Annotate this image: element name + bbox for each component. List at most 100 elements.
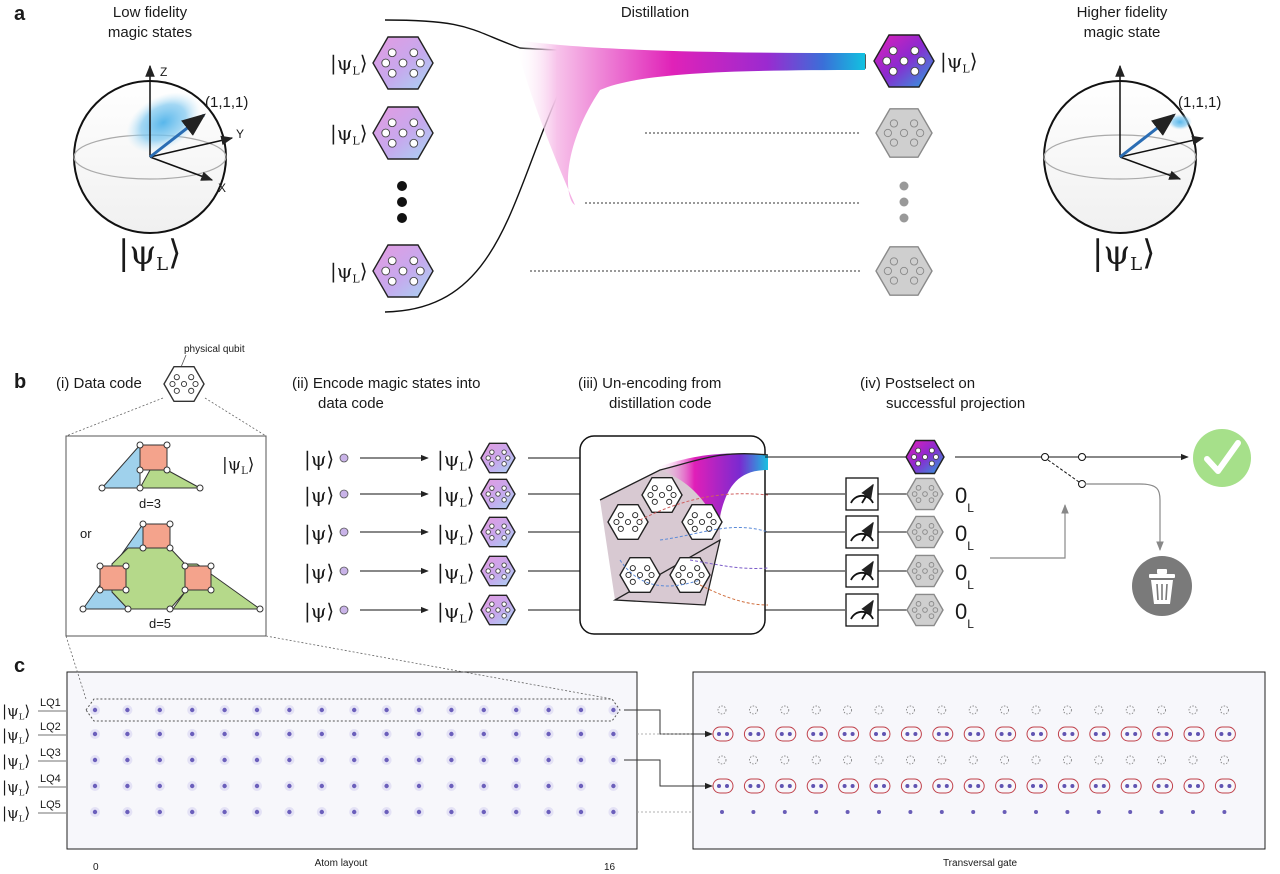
encoded-ket-2: |ψL⟩ (437, 521, 475, 547)
switch-dashed (1047, 459, 1080, 483)
row-label-LQ4: LQ4 (40, 773, 61, 785)
measurement-meter-icon (845, 477, 879, 511)
funnel-gradient (515, 40, 865, 205)
caption-transversal-gate: Transversal gate (943, 858, 1018, 869)
transversal-gate-image (692, 671, 1266, 850)
panel-c-label: c (14, 655, 25, 677)
output-ellipsis-dots (899, 181, 909, 223)
encoded-hex-2 (480, 516, 516, 548)
zoom-guide-right (265, 635, 613, 700)
row-ket-3: |ψL⟩ (2, 778, 30, 797)
inner-hex-2 (681, 504, 723, 540)
raw-psi-3: |ψ⟩ (304, 560, 334, 585)
atom-grid-right (712, 705, 1236, 814)
output-hex-gray-1 (875, 246, 933, 296)
encoded-hex-4 (480, 594, 516, 626)
inner-hex-4 (669, 557, 711, 593)
color-code-d3 (98, 441, 204, 492)
input-hex-group: |ψL⟩|ψL⟩|ψL⟩ (330, 36, 434, 298)
color-code-d5 (79, 520, 264, 613)
physical-qubit-dot-2 (339, 527, 349, 537)
feedback-arrow (990, 504, 1069, 559)
switch-node-b (1078, 453, 1086, 461)
zero-logical-2: 0L (955, 560, 974, 592)
move-arrow-lq3 (624, 759, 713, 790)
input-hex-0 (372, 36, 434, 90)
unencoding-gradient (655, 453, 768, 525)
inner-hex-0 (641, 477, 683, 513)
physical-qubit-dot-1 (339, 489, 349, 499)
left-title-line2: magic states (108, 24, 192, 41)
row-labels: |ψL⟩LQ1|ψL⟩LQ2|ψL⟩LQ3|ψL⟩LQ4|ψL⟩LQ5 (2, 697, 66, 823)
ket-right-large: |ψL⟩ (1092, 233, 1155, 275)
zoom-guide-left (65, 635, 87, 700)
discarded-hex-2 (906, 554, 944, 588)
region-outline (599, 453, 769, 606)
data-code-hex-shape (163, 366, 205, 402)
zero-logical-1: 0L (955, 521, 974, 553)
inset-guide-left (65, 397, 164, 437)
encode-rows: |ψ⟩ |ψL⟩ |ψ⟩ |ψL⟩ |ψ⟩ |ψL⟩ |ψ⟩ |ψL⟩ |ψ⟩ |ψL⟩ (304, 442, 580, 626)
step3-title-line1: (iii) Un-encoding from (578, 375, 721, 392)
measurement-meter-icon (845, 515, 879, 549)
center-title: Distillation (621, 4, 689, 21)
encoded-hex-0 (480, 442, 516, 474)
axis-x-left: X (218, 181, 226, 195)
step3-title-line2: distillation code (609, 395, 712, 412)
measurement-meter-icon (845, 593, 879, 627)
measurement-meter-icon (845, 554, 879, 588)
axis-z-left: Z (160, 65, 167, 79)
raw-psi-1: |ψ⟩ (304, 483, 334, 508)
xtick-start: 0 (93, 862, 99, 873)
or-label: or (80, 526, 92, 541)
physical-qubit-dot-4 (339, 605, 349, 615)
output-hex-distilled (873, 34, 935, 88)
measure-rows: 0L 0L 0L 0L (765, 439, 974, 631)
physical-qubit-dot-0 (339, 453, 349, 463)
inner-hex-1 (607, 504, 649, 540)
input-hex-1 (372, 106, 434, 160)
row-ket-0: |ψL⟩ (2, 702, 30, 721)
point-label-right: (1,1,1) (1178, 94, 1221, 111)
physical-qubit-label: physical qubit (184, 344, 245, 355)
d3-label: d=3 (139, 496, 161, 511)
right-title-line2: magic state (1084, 24, 1161, 41)
discarded-hex-1 (906, 515, 944, 549)
raw-psi-0: |ψ⟩ (304, 447, 334, 472)
encoded-ket-0: |ψL⟩ (437, 447, 475, 473)
discarded-hex-3 (906, 593, 944, 627)
input-ket-1: |ψL⟩ (330, 121, 368, 147)
right-title-line1: Higher fidelity (1077, 4, 1168, 21)
atom-layout-image (66, 671, 638, 850)
step4-title-line1: (iv) Postselect on (860, 375, 975, 392)
step4-title-line2: successful projection (886, 395, 1025, 412)
panel-b-label: b (14, 371, 26, 393)
raw-psi-2: |ψ⟩ (304, 521, 334, 546)
inset-ket: |ψL⟩ (222, 455, 254, 477)
step2-title-line2: data code (318, 395, 384, 412)
zero-logical-0: 0L (955, 483, 974, 515)
encoded-ket-3: |ψL⟩ (437, 560, 475, 586)
axis-y-left: Y (236, 127, 244, 141)
encoded-hex-1 (480, 478, 516, 510)
switch-node-a (1041, 453, 1049, 461)
row-ket-2: |ψL⟩ (2, 752, 30, 771)
accept-check-icon (1193, 429, 1251, 487)
output-hex-group: |ψL⟩ (873, 34, 978, 296)
row-label-LQ3: LQ3 (40, 747, 61, 759)
atom-grid-left (90, 705, 619, 817)
inset-guide-right (204, 397, 267, 437)
encoded-ket-1: |ψL⟩ (437, 483, 475, 509)
inner-hex-3 (619, 557, 661, 593)
row-label-LQ2: LQ2 (40, 721, 61, 733)
raw-psi-4: |ψ⟩ (304, 599, 334, 624)
row-label-LQ5: LQ5 (40, 799, 61, 811)
zero-logical-3: 0L (955, 599, 974, 631)
row-label-LQ1: LQ1 (40, 697, 61, 709)
discard-arrow (1085, 483, 1164, 551)
fidelity-blob (126, 92, 201, 153)
input-hex-2 (372, 244, 434, 298)
encoded-ket-4: |ψL⟩ (437, 599, 475, 625)
caption-atom-layout: Atom layout (315, 858, 368, 869)
